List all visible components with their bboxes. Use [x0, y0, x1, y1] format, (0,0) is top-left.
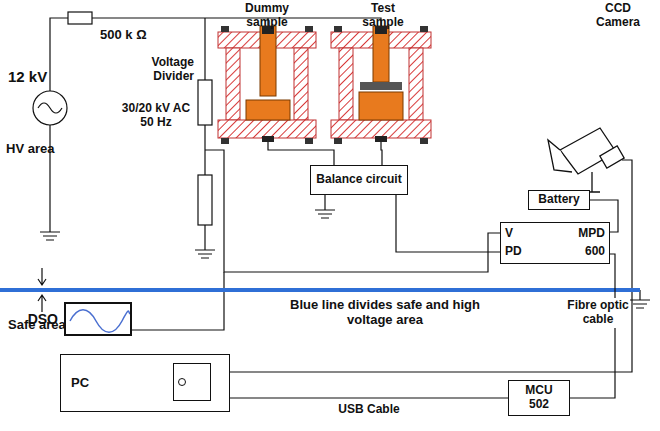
resistor-symbol — [198, 80, 212, 125]
mpd600-box: VMPDPD600 — [500, 222, 610, 264]
oscilloscope-box: DSO — [64, 302, 132, 336]
balance-circuit-box: Balance circuit — [310, 165, 408, 195]
box-text: MCU 502 — [521, 384, 557, 412]
box-text: MPD — [555, 227, 605, 241]
box-text: V — [505, 227, 555, 241]
note-label: Blue line divides safe and high voltage … — [290, 298, 480, 328]
box-text: DSO — [28, 311, 58, 327]
sample-label: Dummy sample — [236, 2, 298, 30]
component-label: Voltage Divider — [138, 56, 194, 84]
resistor-symbol — [198, 175, 212, 225]
pc-box: PC — [60, 354, 230, 412]
dummy-test-cell — [218, 26, 316, 144]
resistor-value: 500 k Ω — [100, 28, 147, 43]
box-text: PD — [505, 245, 555, 259]
cable-label: USB Cable — [338, 403, 399, 417]
box-text: Balance circuit — [316, 173, 401, 187]
usb-port-panel — [173, 363, 211, 401]
mcu502-box: MCU 502 — [508, 380, 570, 416]
battery-box: Battery — [528, 190, 590, 210]
box-text: 600 — [555, 245, 605, 259]
scope-screen — [66, 304, 130, 334]
ccd-camera — [548, 128, 624, 192]
connector-wire — [396, 195, 500, 252]
source-voltage: 12 kV — [8, 68, 47, 85]
resistor-symbol — [68, 12, 92, 24]
cable-label: Fibre optic cable — [566, 298, 630, 328]
camera-label: CCD Camera — [588, 2, 648, 30]
test-sample-cell — [331, 26, 431, 144]
box-text: PC — [71, 376, 89, 391]
box-text: Battery — [538, 193, 579, 207]
usb-port — [178, 378, 186, 386]
connector-wire — [230, 398, 508, 399]
separation-line — [0, 288, 640, 292]
area-label: HV area — [6, 142, 54, 157]
supply-rating: 30/20 kV AC 50 Hz — [118, 102, 194, 130]
sample-label: Test sample — [356, 2, 410, 30]
ac-source — [33, 91, 67, 125]
